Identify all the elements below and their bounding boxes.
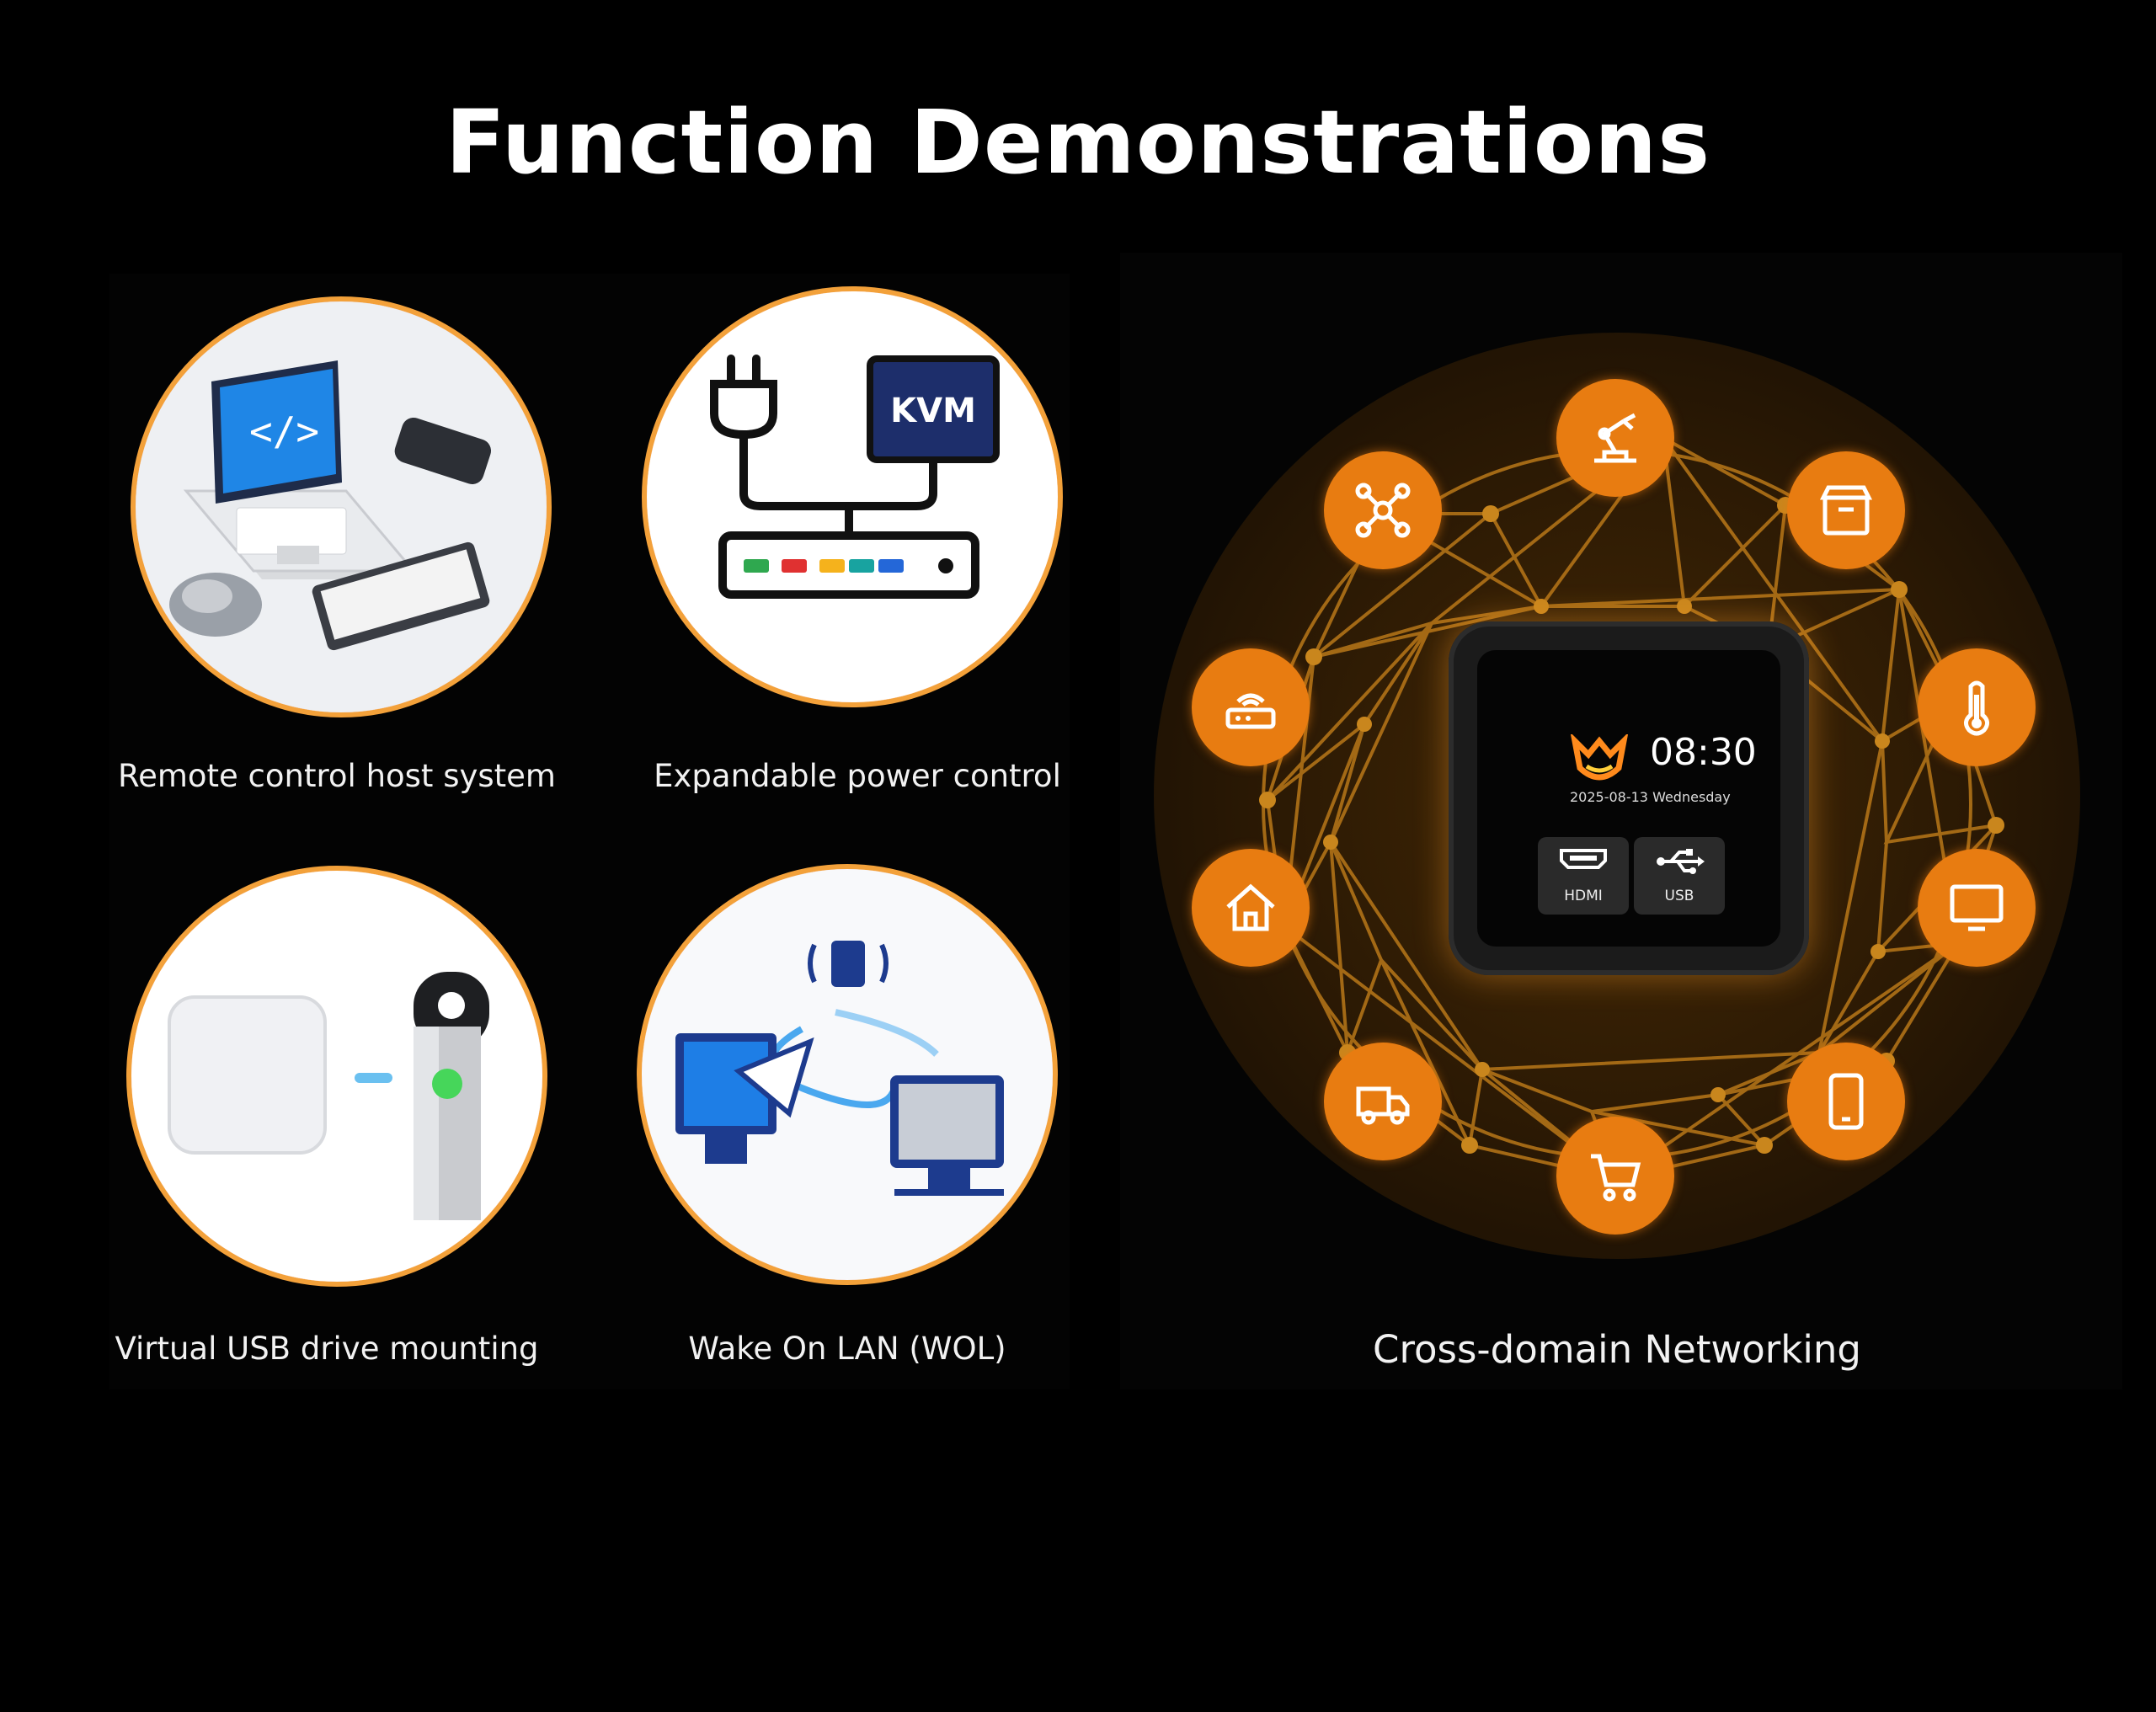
usb-tile: USB — [1634, 837, 1725, 915]
package-icon — [1819, 485, 1873, 536]
feature-caption: Virtual USB drive mounting — [115, 1331, 539, 1367]
robot-arm-node — [1556, 379, 1674, 497]
tablet-icon — [1828, 1073, 1864, 1130]
wake-on-lan-icon — [642, 869, 1053, 1280]
cart-icon — [1591, 1154, 1641, 1202]
wol-illustration — [637, 864, 1058, 1285]
router-icon — [1225, 693, 1276, 729]
usb-drive-illustration — [126, 866, 547, 1287]
monitor-icon — [1950, 884, 2004, 931]
home-icon — [1226, 883, 1275, 931]
networking-caption: Cross-domain Networking — [1373, 1327, 1861, 1372]
hdmi-label: HDMI — [1564, 888, 1603, 904]
feature-caption: Wake On LAN (WOL) — [688, 1331, 1006, 1367]
kvm-device: 08:30 2025-08-13 Wednesday HDMI USB — [1449, 621, 1809, 975]
drone-node — [1324, 451, 1442, 569]
usb-drive-icon — [131, 871, 542, 1282]
router-node — [1192, 648, 1310, 766]
package-node — [1787, 451, 1905, 569]
brand-logo-icon — [1570, 734, 1629, 781]
device-time: 08:30 — [1650, 731, 1757, 774]
feature-caption: Remote control host system — [118, 758, 556, 794]
thermometer-icon — [1964, 680, 1989, 736]
usb-label: USB — [1664, 888, 1694, 904]
feature-caption: Expandable power control — [654, 758, 1061, 794]
laptop-icon: </> — [136, 301, 547, 712]
truck-icon — [1356, 1086, 1410, 1125]
thermometer-node — [1918, 648, 2036, 766]
kvm-label: KVM — [890, 392, 976, 430]
page-title: Function Demonstrations — [445, 91, 1711, 194]
truck-node — [1324, 1043, 1442, 1160]
home-node — [1192, 849, 1310, 967]
hdmi-icon — [1560, 849, 1607, 869]
cart-node — [1556, 1117, 1674, 1235]
power-control-illustration: KVM — [642, 286, 1063, 707]
power-plug-icon: KVM — [647, 291, 1058, 702]
svg-text:</>: </> — [249, 408, 319, 454]
drone-icon — [1355, 483, 1411, 538]
monitor-node — [1918, 849, 2036, 967]
device-screen: 08:30 2025-08-13 Wednesday HDMI USB — [1477, 650, 1780, 947]
remote-control-illustration: </> — [131, 296, 552, 717]
tablet-node — [1787, 1043, 1905, 1160]
hdmi-tile: HDMI — [1538, 837, 1629, 915]
robot-arm-icon — [1594, 413, 1636, 463]
usb-icon — [1657, 849, 1705, 874]
device-date: 2025-08-13 Wednesday — [1570, 789, 1731, 805]
